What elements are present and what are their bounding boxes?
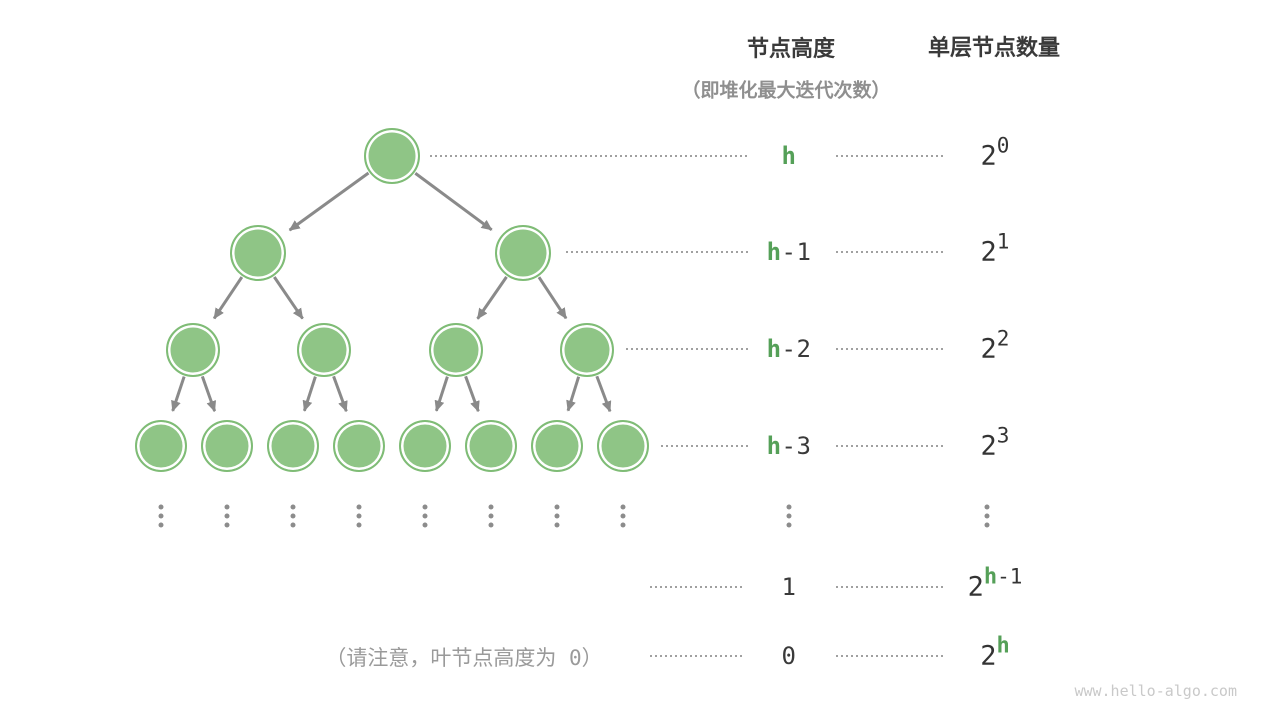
vertical-ellipsis [620, 504, 626, 528]
height-text: -1 [781, 238, 812, 266]
count-exponent: 3 [996, 423, 1010, 448]
leader-dotted-line [430, 155, 748, 157]
count-exponent: 0 [996, 133, 1010, 158]
tree-node [135, 420, 187, 472]
leader-dotted-line [650, 655, 742, 657]
count-label: 20 [980, 134, 1010, 172]
height-text: 0 [781, 642, 797, 670]
tree-node [531, 420, 583, 472]
count-exponent: 1 [996, 229, 1010, 254]
count-label: 2h [980, 634, 1010, 672]
tree-edge-arrow [434, 376, 449, 412]
tree-node [465, 420, 517, 472]
tree-node [399, 420, 451, 472]
count-exponent-h: h [983, 564, 998, 590]
height-label: h-3 [767, 432, 812, 460]
vertical-ellipsis [984, 504, 990, 528]
vertical-ellipsis [488, 504, 494, 528]
vertical-ellipsis [422, 504, 428, 528]
count-base: 2 [980, 140, 997, 172]
leader-dotted-line [836, 155, 945, 157]
count-label: 23 [980, 424, 1010, 462]
tree-edge-arrow [464, 375, 480, 413]
height-text: -3 [781, 432, 812, 460]
leaf-height-note: （请注意，叶节点高度为 0） [325, 646, 603, 670]
leader-dotted-line [836, 445, 945, 447]
tree-edge-arrow [200, 375, 217, 413]
tree-node [333, 420, 385, 472]
watermark: www.hello-algo.com [1074, 682, 1237, 700]
leader-dotted-line [836, 586, 945, 588]
tree-node [495, 225, 551, 281]
leader-dotted-line [836, 348, 945, 350]
tree-edge-arrow [537, 276, 568, 320]
height-label: 1 [782, 573, 797, 601]
height-text: 1 [781, 573, 797, 601]
height-label: h-2 [767, 335, 812, 363]
tree-edge-arrow [595, 375, 612, 413]
vertical-ellipsis [158, 504, 164, 528]
tree-edge-arrow [414, 172, 493, 231]
height-label: h-1 [767, 238, 812, 266]
tree-node [267, 420, 319, 472]
tree-node [597, 420, 649, 472]
height-label: 0 [782, 642, 797, 670]
count-base: 2 [980, 640, 997, 672]
tree-edge-arrow [476, 276, 508, 320]
height-symbol-h: h [781, 142, 797, 170]
leader-dotted-line [836, 655, 945, 657]
count-base: 2 [980, 333, 997, 365]
vertical-ellipsis [290, 504, 296, 528]
vertical-ellipsis [224, 504, 230, 528]
count-label: 22 [980, 327, 1010, 365]
leader-dotted-line [650, 586, 742, 588]
height-symbol-h: h [766, 432, 782, 460]
height-label: h [782, 142, 797, 170]
count-exponent: 2 [996, 326, 1010, 351]
tree-node [297, 323, 351, 377]
height-symbol-h: h [766, 238, 782, 266]
tree-edge-arrow [566, 376, 581, 412]
tree-edge-arrow [273, 276, 304, 320]
tree-edge-arrow [288, 171, 370, 232]
height-symbol-h: h [766, 335, 782, 363]
tree-node [560, 323, 614, 377]
height-column-subtitle: （即堆化最大迭代次数） [681, 80, 891, 102]
vertical-ellipsis [356, 504, 362, 528]
count-label: 21 [980, 230, 1010, 268]
tree-node [166, 323, 220, 377]
tree-edge-arrow [171, 376, 186, 412]
tree-edge-arrow [302, 376, 317, 412]
height-text: -2 [781, 335, 812, 363]
leader-dotted-line [836, 251, 945, 253]
vertical-ellipsis [786, 504, 792, 528]
count-exponent-h: h [996, 633, 1010, 659]
height-column-header: 节点高度 [746, 36, 836, 61]
leader-dotted-line [566, 251, 748, 253]
count-base: 2 [980, 236, 997, 268]
count-base: 2 [980, 430, 997, 462]
tree-node [230, 225, 286, 281]
count-column-header: 单层节点数量 [927, 35, 1061, 60]
tree-node [429, 323, 483, 377]
count-exponent: -1 [997, 564, 1023, 589]
count-label: 2h-1 [967, 565, 1023, 603]
tree-node [364, 128, 420, 184]
count-base: 2 [967, 571, 984, 603]
tree-edge-arrow [332, 375, 348, 413]
vertical-ellipsis [554, 504, 560, 528]
leader-dotted-line [626, 348, 748, 350]
tree-node [201, 420, 253, 472]
tree-edge-arrow [212, 276, 244, 320]
leader-dotted-line [661, 445, 748, 447]
